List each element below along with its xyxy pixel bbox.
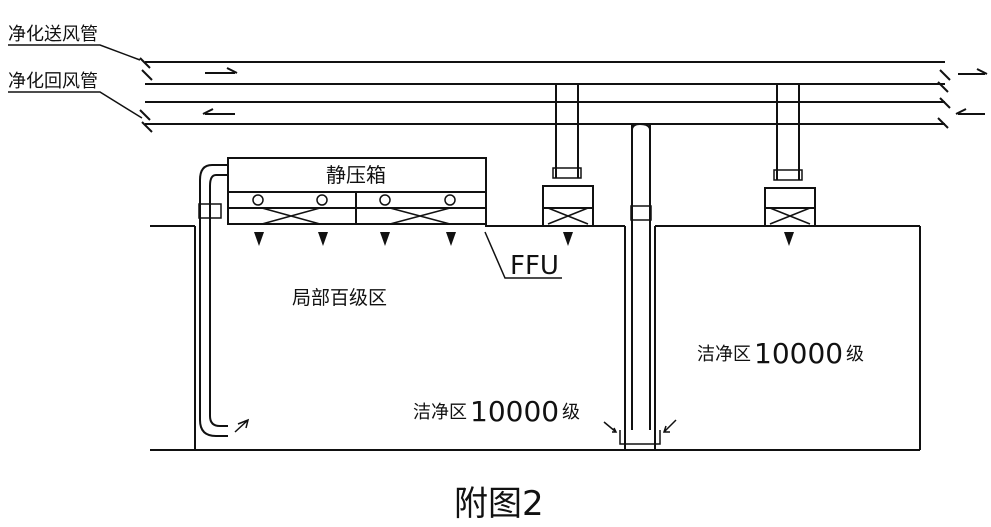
clean-zone-left-suffix: 级 (562, 402, 580, 423)
supply-duct-label: 净化送风管 (8, 24, 98, 45)
return-air-duct (139, 97, 985, 133)
supply-drop-1 (542, 84, 594, 227)
clean-zone-left-label: 洁净区 (413, 402, 467, 423)
clean-zone-left-class: 10000 (470, 395, 559, 428)
outlet-arrow (446, 232, 456, 246)
outlet-arrow (380, 232, 390, 246)
middle-return-riser (603, 122, 677, 445)
ffu-label-leader (484, 231, 562, 279)
outlet-arrow (563, 232, 573, 246)
supply-out-arrow (958, 68, 988, 75)
outlet-arrow (784, 232, 794, 246)
left-return-inlet-arrow (234, 418, 250, 433)
ffu-label: FFU (510, 251, 559, 281)
middle-return-inlet-arrow-right (662, 419, 677, 433)
outlet-arrow (318, 232, 328, 246)
supply-label-leader (8, 44, 141, 61)
return-in-arrow (955, 108, 985, 115)
supply-air-duct (139, 57, 988, 93)
plenum-label: 静压箱 (326, 163, 386, 187)
figure-title: 附图2 (454, 484, 544, 524)
air-outlets (254, 232, 794, 246)
return-label-leader (8, 91, 143, 119)
local-class100-label: 局部百级区 (292, 287, 387, 309)
supply-flow-arrow (205, 67, 238, 74)
plenum-box (227, 157, 487, 225)
left-return-riser (198, 164, 250, 437)
clean-zone-right-class: 10000 (754, 337, 843, 370)
clean-zone-right-suffix: 级 (846, 344, 864, 365)
return-duct-label: 净化回风管 (8, 71, 98, 92)
clean-zone-right-label: 洁净区 (697, 344, 751, 365)
return-flow-arrow (202, 108, 235, 115)
outlet-arrow (254, 232, 264, 246)
middle-return-inlet-arrow-left (603, 421, 618, 433)
supply-drop-2 (764, 84, 816, 227)
